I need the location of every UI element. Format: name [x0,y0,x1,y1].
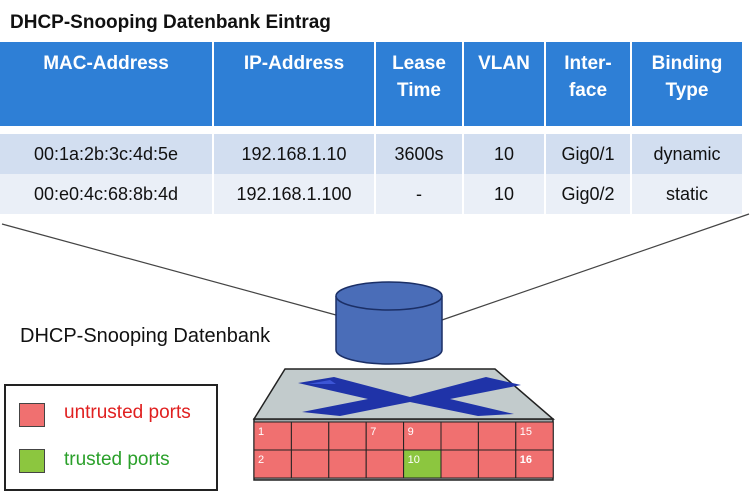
port-number-label: 2 [258,454,264,466]
switch-top [252,368,556,420]
legend-untrusted-label: untrusted ports [64,402,191,423]
cell-interface: Gig0/1 [545,134,632,174]
switch-port-5 [328,421,367,451]
untrusted-swatch [19,403,45,427]
port-grid: 1 7 9 15 2 10 16 [253,421,554,479]
diagram-title: DHCP-Snooping Datenbank Eintrag [10,12,331,33]
switch-port-6 [328,449,367,479]
switch-port-3 [290,421,330,451]
header-ip-address: IP-Address [213,42,376,126]
cell-mac: 00:e0:4c:68:8b:4d [0,174,214,214]
header-mac-address: MAC-Address [0,42,214,126]
switch-port-16 [515,449,554,479]
port-number-label: 10 [408,454,420,466]
cell-mac: 00:1a:2b:3c:4d:5e [0,134,214,174]
cell-ip: 192.168.1.10 [213,134,376,174]
port-number-label: 16 [520,454,532,466]
connector-line-right [441,213,750,321]
header-interface: Inter-face [545,42,632,126]
switch-port-4 [290,449,330,479]
switch-port-1 [253,421,292,451]
cell-ip: 192.168.1.100 [213,174,376,214]
port-number-label: 7 [370,426,376,438]
cell-vlan: 10 [463,174,546,214]
cell-lease: - [375,174,464,214]
legend-trusted-label: trusted ports [64,449,170,470]
switch-port-15 [515,421,554,451]
database-icon [335,281,443,365]
port-number-label: 1 [258,426,264,438]
table-row: 00:1a:2b:3c:4d:5e 192.168.1.10 3600s 10 … [0,134,742,174]
switch-port-11 [440,421,479,451]
database-label: DHCP-Snooping Datenbank [20,325,271,347]
port-number-label: 9 [408,426,414,438]
header-vlan: VLAN [463,42,546,126]
trusted-swatch [19,449,45,473]
switch-port-9 [403,421,442,451]
port-number-label: 15 [520,426,532,438]
connector-line-left [1,223,337,316]
switch-port-8 [365,449,405,479]
cell-binding: static [631,174,742,214]
cell-binding: dynamic [631,134,742,174]
table-row: 00:e0:4c:68:8b:4d 192.168.1.100 - 10 Gig… [0,174,742,214]
switch-port-2 [253,449,292,479]
cell-lease: 3600s [375,134,464,174]
switch-port-7 [365,421,405,451]
cell-interface: Gig0/2 [545,174,632,214]
switch-port-14 [477,449,517,479]
switch-port-13 [477,421,517,451]
switch-port-12 [440,449,479,479]
legend: untrusted ports trusted ports [4,384,218,491]
switch-icon: 1 7 9 15 2 10 16 [252,368,556,481]
cell-vlan: 10 [463,134,546,174]
switch-cross-arrows-icon [298,377,521,416]
